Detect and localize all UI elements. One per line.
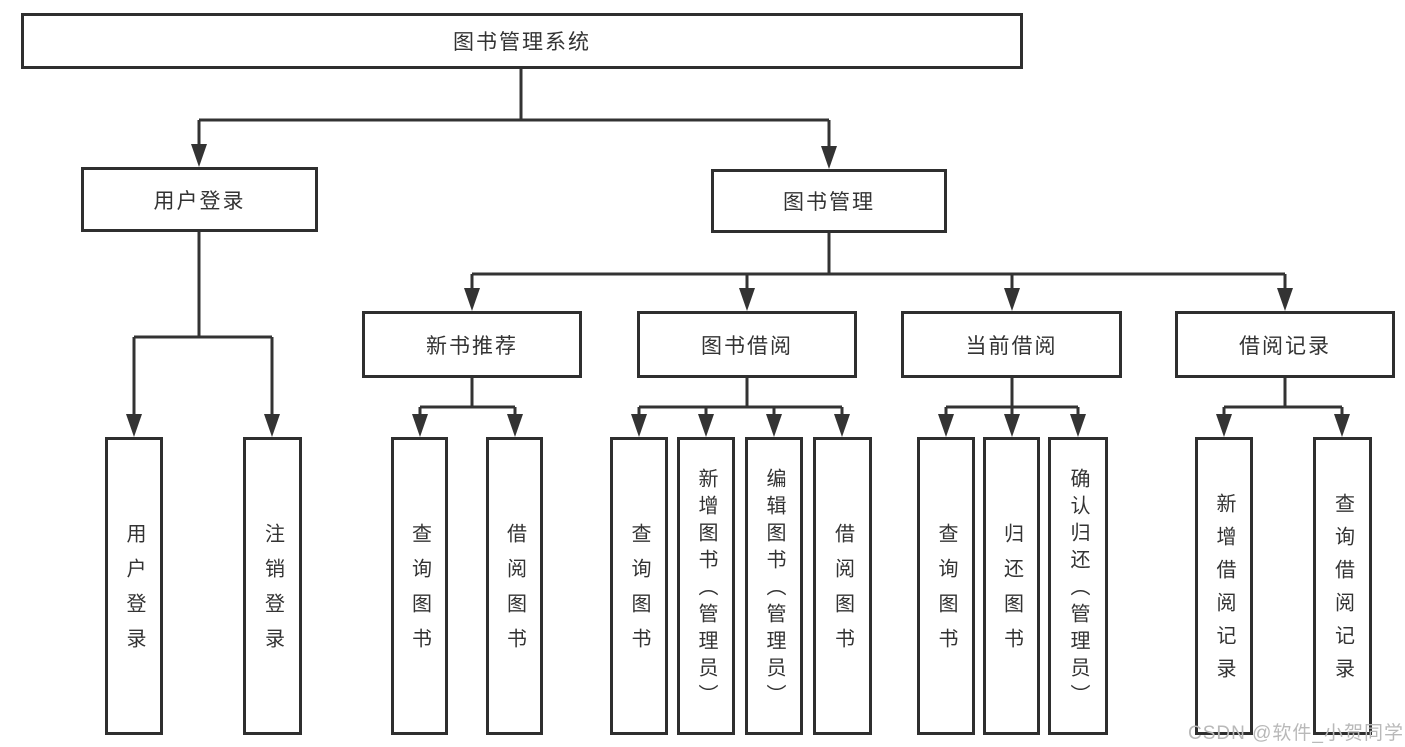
- csdn-watermark: CSDN @软件_小贺同学: [1188, 723, 1404, 744]
- node-logout-label: 注销登录: [261, 522, 284, 663]
- node-borrow-record-label: 借阅记录: [1239, 334, 1331, 358]
- node-borrow-books-1: 借阅图书: [486, 437, 543, 735]
- node-borrow-record: 借阅记录: [1175, 311, 1395, 378]
- node-return-books-label: 归还图书: [1000, 522, 1023, 663]
- node-book-borrow-label: 图书借阅: [701, 334, 793, 358]
- node-book-management: 图书管理: [711, 169, 947, 233]
- node-borrow-books-2-label: 借阅图书: [831, 522, 854, 663]
- node-add-books-admin-label: 新增图书（管理员）: [695, 467, 717, 711]
- node-borrow-books-2: 借阅图书: [813, 437, 872, 735]
- node-edit-books-admin-label: 编辑图书（管理员）: [763, 467, 785, 711]
- node-book-borrow: 图书借阅: [637, 311, 857, 378]
- node-root: 图书管理系统: [21, 13, 1023, 69]
- node-user-login: 用户登录: [81, 167, 318, 232]
- node-confirm-return-admin: 确认归还（管理员）: [1048, 437, 1108, 735]
- node-user-login-label: 用户登录: [153, 189, 246, 213]
- node-book-management-label: 图书管理: [783, 191, 875, 214]
- node-add-borrow-record: 新增借阅记录: [1195, 437, 1253, 735]
- node-current-borrow: 当前借阅: [901, 311, 1122, 378]
- node-confirm-return-admin-label: 确认归还（管理员）: [1067, 467, 1089, 711]
- node-new-book-recommend: 新书推荐: [362, 311, 582, 378]
- node-user-login-leaf: 用户登录: [105, 437, 163, 735]
- node-add-borrow-record-label: 新增借阅记录: [1213, 492, 1235, 691]
- node-edit-books-admin: 编辑图书（管理员）: [745, 437, 803, 735]
- node-query-books-1: 查询图书: [391, 437, 448, 735]
- node-new-book-recommend-label: 新书推荐: [426, 334, 518, 358]
- node-user-login-leaf-label: 用户登录: [123, 522, 145, 663]
- node-query-books-1-label: 查询图书: [408, 522, 431, 663]
- node-borrow-books-1-label: 借阅图书: [503, 522, 526, 663]
- node-logout: 注销登录: [243, 437, 302, 735]
- node-query-books-2-label: 查询图书: [628, 522, 650, 663]
- node-root-label: 图书管理系统: [453, 31, 591, 54]
- node-return-books: 归还图书: [983, 437, 1040, 735]
- node-query-books-2: 查询图书: [610, 437, 668, 735]
- node-current-borrow-label: 当前借阅: [965, 334, 1058, 358]
- node-add-books-admin: 新增图书（管理员）: [677, 437, 735, 735]
- node-query-borrow-record-label: 查询借阅记录: [1331, 492, 1354, 691]
- node-query-books-3: 查询图书: [917, 437, 975, 735]
- node-query-books-3-label: 查询图书: [935, 522, 957, 663]
- node-query-borrow-record: 查询借阅记录: [1313, 437, 1372, 735]
